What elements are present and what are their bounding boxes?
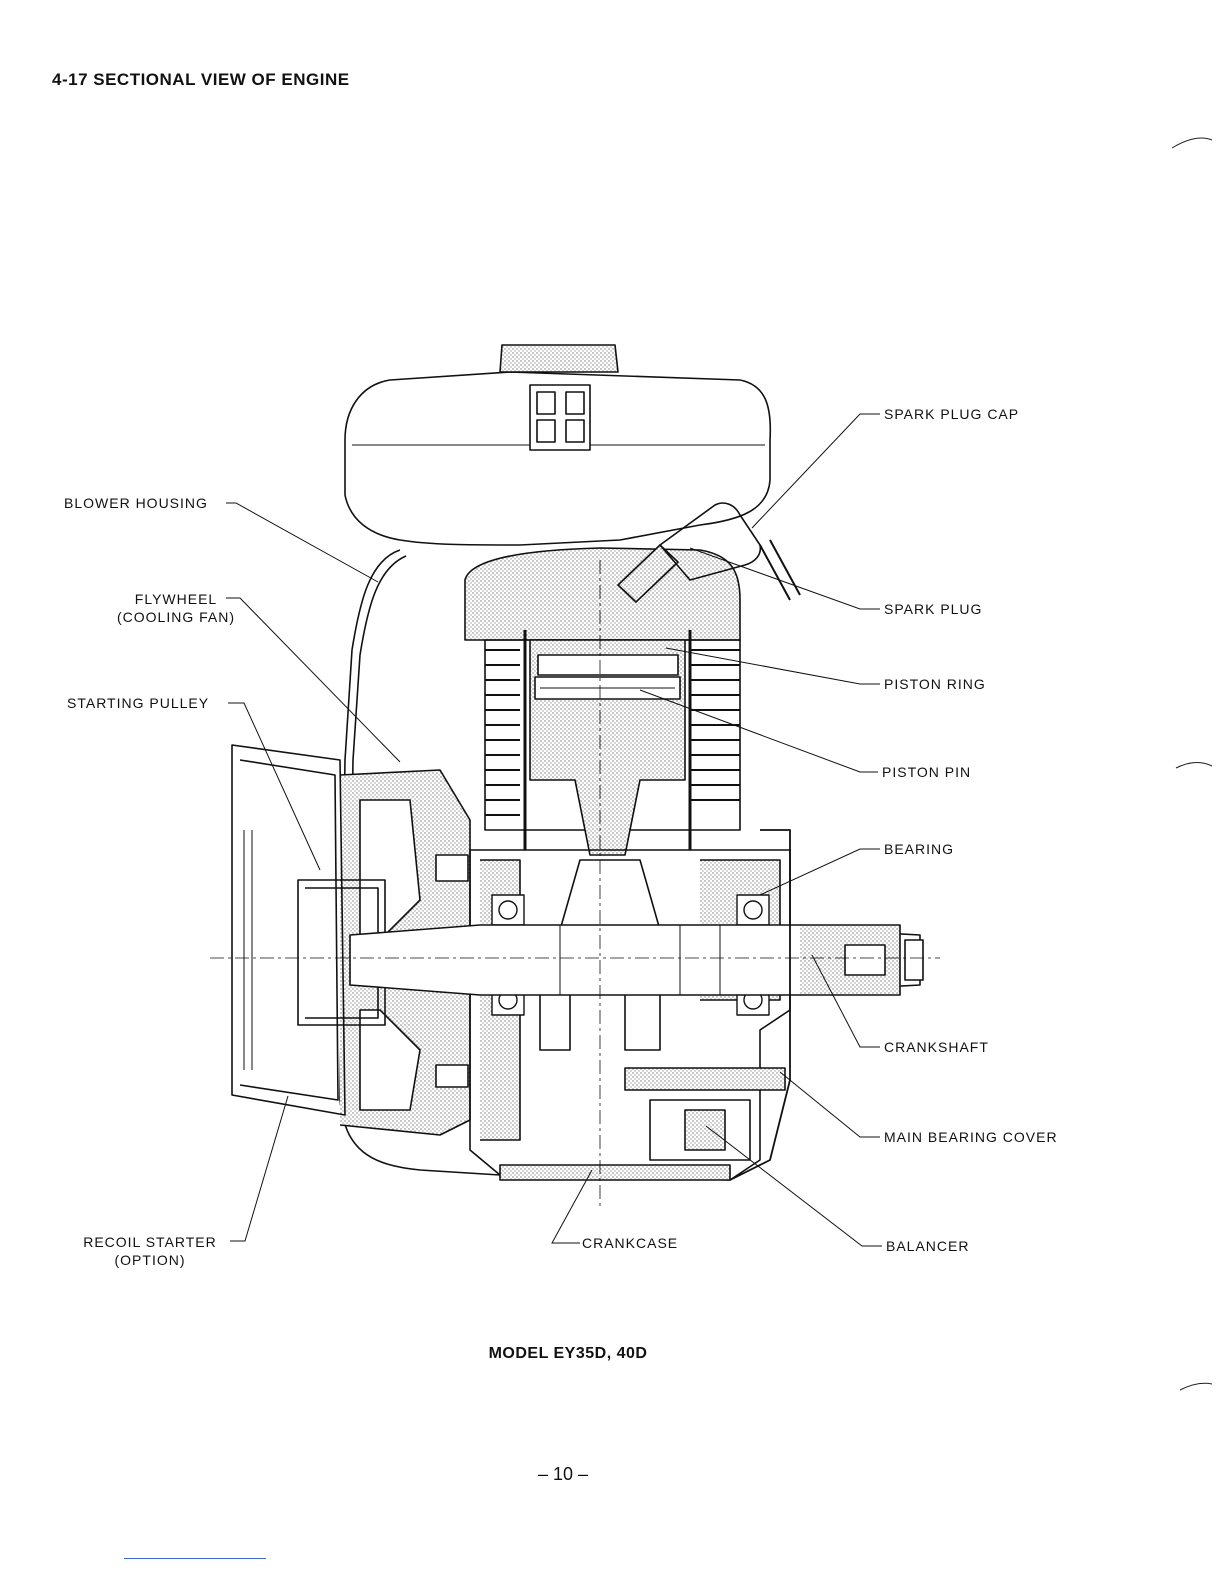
label-piston-pin: PISTON PIN xyxy=(882,763,971,781)
label-crankshaft: CRANKSHAFT xyxy=(884,1038,989,1056)
label-flywheel: FLYWHEEL (COOLING FAN) xyxy=(106,590,246,626)
label-starting-pulley: STARTING PULLEY xyxy=(67,694,209,712)
leader-flywheel xyxy=(226,598,400,762)
cylinder-head xyxy=(465,548,740,640)
label-recoil-starter: RECOIL STARTER (OPTION) xyxy=(70,1233,230,1269)
label-balancer: BALANCER xyxy=(886,1237,969,1255)
leader-main-bearing-cover xyxy=(780,1072,880,1137)
leader-recoil-starter xyxy=(230,1096,288,1241)
label-spark-plug-cap: SPARK PLUG CAP xyxy=(884,405,1019,423)
fuel-cap xyxy=(500,345,618,372)
page-number: – 10 – xyxy=(0,1464,1126,1485)
leader-spark-plug-cap xyxy=(752,414,880,528)
leader-starting-pulley xyxy=(228,703,320,870)
label-flywheel-line2: (COOLING FAN) xyxy=(106,608,246,626)
label-blower-housing: BLOWER HOUSING xyxy=(64,494,208,512)
label-main-bearing-cover: MAIN BEARING COVER xyxy=(884,1128,1058,1146)
balancer-shaft xyxy=(625,1068,785,1090)
leader-blower-housing xyxy=(226,503,378,582)
label-flywheel-line1: FLYWHEEL xyxy=(106,590,246,608)
label-recoil-starter-line1: RECOIL STARTER xyxy=(70,1233,230,1251)
footer-rule xyxy=(124,1558,266,1559)
label-piston-ring: PISTON RING xyxy=(884,675,986,693)
label-spark-plug: SPARK PLUG xyxy=(884,600,982,618)
leader-balancer xyxy=(706,1126,882,1246)
label-crankcase: CRANKCASE xyxy=(582,1234,678,1252)
model-caption: MODEL EY35D, 40D xyxy=(0,1345,1136,1363)
label-recoil-starter-line2: (OPTION) xyxy=(70,1251,230,1269)
leader-crankcase xyxy=(552,1170,592,1243)
label-bearing: BEARING xyxy=(884,840,954,858)
